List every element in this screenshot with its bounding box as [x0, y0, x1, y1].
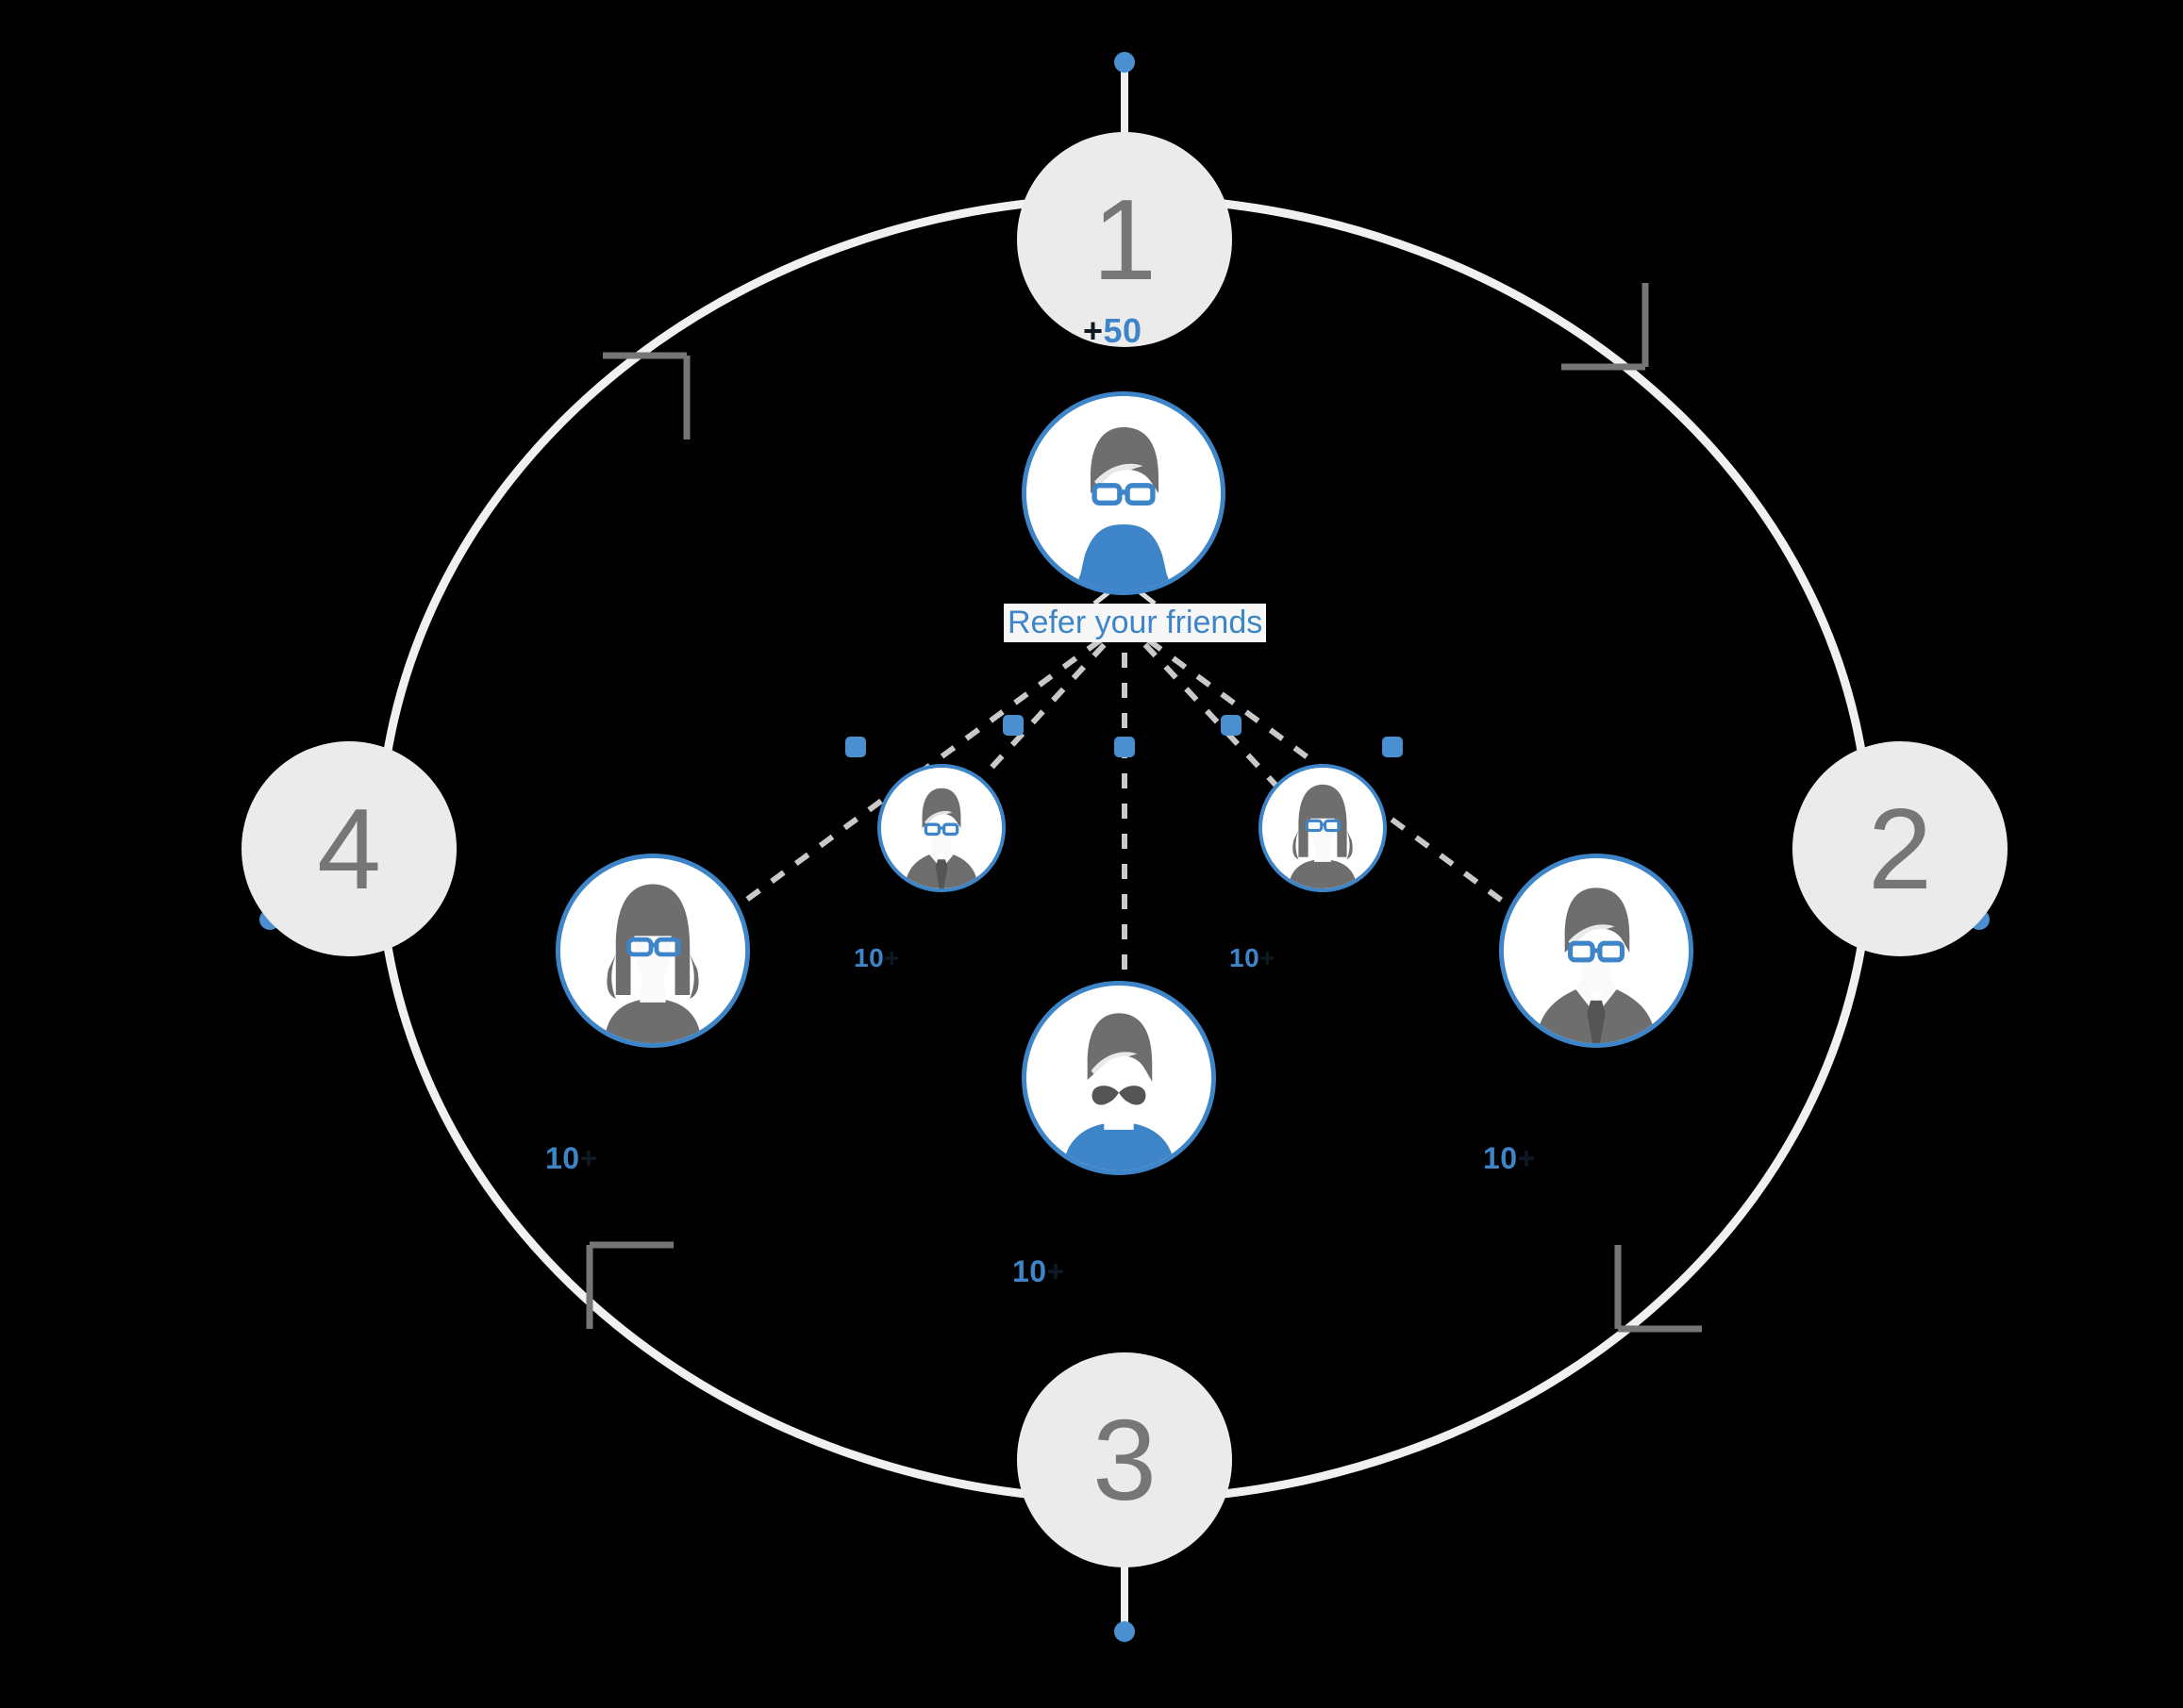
step-circle-3[interactable]: 3	[1017, 1352, 1232, 1567]
edge-label-10-left-inner-value: 10	[854, 943, 885, 972]
step-circle-1[interactable]: 1	[1017, 132, 1232, 347]
edge-label-10-lower-left: 10+	[545, 1141, 598, 1176]
avatar-friend-bottom-center-man-mustache[interactable]	[1022, 981, 1216, 1175]
edge-label-10-right-inner: 10+	[1229, 943, 1275, 973]
ring-direction-arrow-bottom-right	[1614, 1245, 1702, 1333]
handle-step-3	[1114, 1621, 1135, 1642]
avatar-man-suit-tie-glasses-icon	[881, 768, 1002, 888]
avatar-friend-right-large-man-suit[interactable]	[1499, 854, 1693, 1048]
handle-connector-5	[1382, 737, 1403, 757]
edge-label-50-top-plus: +	[1083, 311, 1104, 350]
avatar-woman-glasses-long-hair-icon	[1262, 768, 1383, 888]
referral-connectors	[679, 620, 1568, 1023]
edge-label-10-left-inner-plus: +	[884, 943, 901, 972]
handle-connector-4	[1221, 715, 1241, 736]
ring-direction-arrow-top-left	[603, 352, 691, 439]
edge-label-50-top-value: 50	[1103, 311, 1142, 350]
ring-direction-arrow-top-right	[1561, 283, 1649, 371]
edge-label-10-lower-right-plus: +	[1517, 1141, 1536, 1175]
edge-label-10-left-inner: 10+	[854, 943, 900, 973]
edge-label-10-bottom: 10+	[1012, 1254, 1065, 1289]
hub-callout-label[interactable]: Refer your friends	[1004, 604, 1267, 642]
edge-label-10-right-inner-plus: +	[1259, 943, 1276, 972]
edge-label-10-bottom-value: 10	[1012, 1254, 1047, 1288]
edge-label-10-lower-left-plus: +	[579, 1141, 598, 1175]
connector-midpoint-handles[interactable]	[845, 715, 1403, 757]
handle-connector-2	[1003, 715, 1024, 736]
edge-label-10-bottom-plus: +	[1046, 1254, 1065, 1288]
edge-label-10-right-inner-value: 10	[1229, 943, 1260, 972]
step-circle-2-label: 2	[1868, 785, 1932, 913]
step-circle-3-label: 3	[1092, 1396, 1157, 1524]
handle-step-1	[1114, 52, 1135, 73]
edge-label-10-lower-right-value: 10	[1483, 1141, 1518, 1175]
avatar-hub-man-glasses[interactable]	[1022, 391, 1225, 595]
step-circle-1-label: 1	[1092, 175, 1157, 304]
avatar-man-suit-tie-glasses-icon	[1504, 858, 1689, 1043]
hub-callout-label-text: Refer your friends	[1008, 605, 1263, 640]
edge-label-10-lower-left-value: 10	[545, 1141, 580, 1175]
step-circle-4[interactable]: 4	[242, 741, 457, 956]
ring-direction-arrow-bottom-left	[586, 1241, 674, 1329]
edge-label-10-lower-right: 10+	[1483, 1141, 1536, 1176]
avatar-friend-right-small-woman[interactable]	[1258, 764, 1387, 892]
step-circle-4-label: 4	[317, 785, 381, 913]
avatar-man-mustache-blue-shirt-icon	[1026, 986, 1211, 1170]
avatar-woman-glasses-long-hair-icon	[560, 858, 745, 1043]
avatar-man-glasses-blue-shirt-icon	[1026, 396, 1221, 590]
handle-connector-3	[1114, 737, 1135, 757]
avatar-friend-left-large-woman[interactable]	[556, 854, 750, 1048]
handle-connector-1	[845, 737, 866, 757]
step-circle-2[interactable]: 2	[1792, 741, 2008, 956]
avatar-friend-left-small-man-suit[interactable]	[877, 764, 1006, 892]
edge-label-50-top: +50	[1083, 311, 1142, 351]
